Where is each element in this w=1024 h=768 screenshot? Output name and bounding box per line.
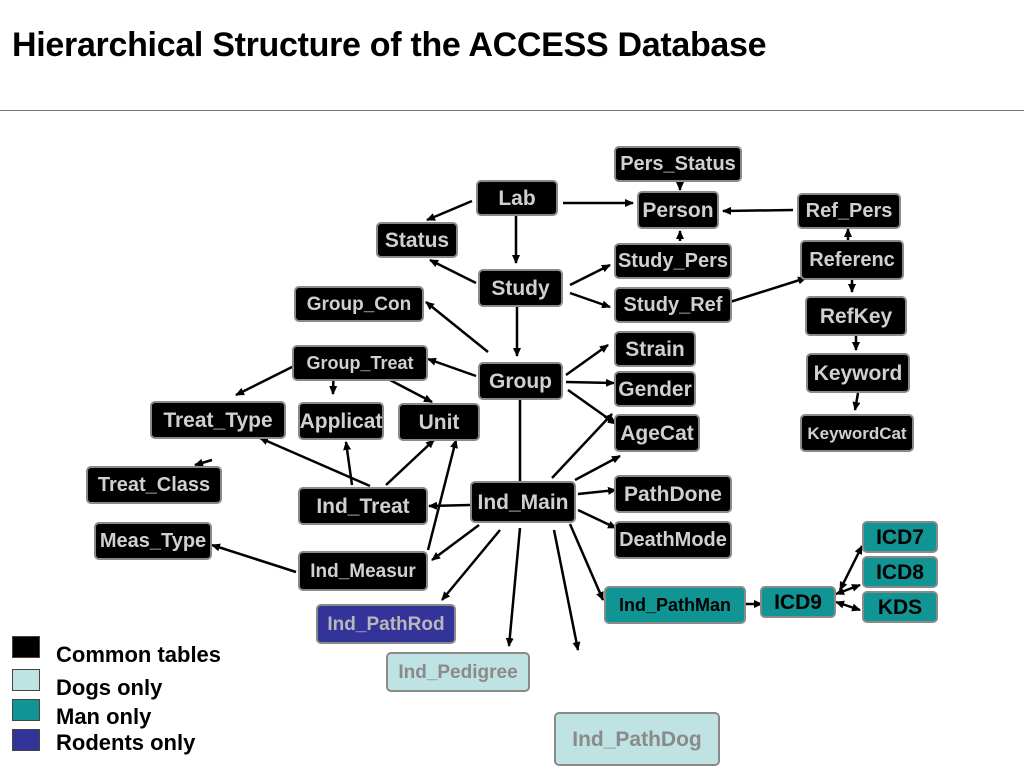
relation-arrow-33 bbox=[426, 439, 458, 551]
relation-arrow-30 bbox=[235, 363, 297, 397]
node-agecat[interactable]: AgeCat bbox=[614, 414, 700, 452]
node-reference[interactable]: Referenc bbox=[800, 240, 904, 280]
legend-label-man: Man only bbox=[56, 704, 152, 729]
legend-swatch-man bbox=[12, 699, 40, 721]
node-ind-treat[interactable]: Ind_Treat bbox=[298, 487, 428, 525]
legend-label-common: Common tables bbox=[56, 642, 222, 667]
relation-arrow-39 bbox=[568, 523, 605, 601]
node-study-pers[interactable]: Study_Pers bbox=[614, 243, 732, 279]
node-ind-pathman[interactable]: Ind_PathMan bbox=[604, 586, 746, 624]
relation-arrow-22 bbox=[551, 413, 613, 479]
node-study[interactable]: Study bbox=[478, 269, 563, 307]
node-pers-status[interactable]: Pers_Status bbox=[614, 146, 742, 182]
node-person[interactable]: Person bbox=[637, 191, 719, 229]
relation-arrow-44 bbox=[194, 458, 213, 467]
node-refkey[interactable]: RefKey bbox=[805, 296, 907, 336]
node-lab[interactable]: Lab bbox=[476, 180, 558, 216]
relation-arrow-23 bbox=[574, 454, 621, 482]
relation-arrow-8 bbox=[722, 206, 794, 215]
relation-arrow-31 bbox=[385, 439, 435, 486]
node-ind-pathrod[interactable]: Ind_PathRod bbox=[316, 604, 456, 644]
node-ref-pers[interactable]: Ref_Pers bbox=[797, 193, 901, 229]
relation-arrow-37 bbox=[505, 527, 522, 647]
relation-arrow-17 bbox=[427, 357, 477, 378]
node-ind-pedigree[interactable]: Ind_Pedigree bbox=[386, 652, 530, 692]
node-icd9[interactable]: ICD9 bbox=[760, 586, 836, 618]
relation-arrow-14 bbox=[569, 291, 611, 309]
node-icd8[interactable]: ICD8 bbox=[862, 556, 938, 588]
node-ind-pathdog[interactable]: Ind_PathDog bbox=[554, 712, 720, 766]
relation-arrow-42 bbox=[835, 600, 861, 612]
relation-arrow-19 bbox=[565, 378, 615, 387]
node-gender[interactable]: Gender bbox=[614, 371, 696, 407]
node-group-con[interactable]: Group_Con bbox=[294, 286, 424, 322]
node-ind-main[interactable]: Ind_Main bbox=[470, 481, 576, 523]
node-study-ref[interactable]: Study_Ref bbox=[614, 287, 732, 323]
relation-arrow-4 bbox=[429, 258, 477, 285]
relation-arrow-15 bbox=[729, 276, 807, 304]
legend-swatch-dogs bbox=[12, 669, 40, 691]
node-treat-type[interactable]: Treat_Type bbox=[150, 401, 286, 439]
title-divider bbox=[0, 110, 1024, 111]
node-status[interactable]: Status bbox=[376, 222, 458, 258]
legend-swatch-rodents bbox=[12, 729, 40, 751]
relation-arrow-16 bbox=[425, 301, 489, 353]
relation-arrow-26 bbox=[428, 501, 471, 510]
relation-arrow-18 bbox=[565, 343, 609, 377]
node-pathdone[interactable]: PathDone bbox=[614, 475, 732, 513]
relation-arrow-43 bbox=[838, 545, 864, 591]
relation-arrow-25 bbox=[577, 508, 617, 530]
node-group-treat[interactable]: Group_Treat bbox=[292, 345, 428, 381]
relation-arrow-12 bbox=[852, 392, 861, 411]
relation-arrow-34 bbox=[211, 543, 297, 574]
relation-arrow-38 bbox=[552, 529, 581, 651]
relation-arrow-32 bbox=[259, 436, 371, 488]
page-title: Hierarchical Structure of the ACCESS Dat… bbox=[12, 26, 767, 64]
relation-arrow-36 bbox=[441, 529, 501, 601]
node-ind-measur[interactable]: Ind_Measur bbox=[298, 551, 428, 591]
relation-arrow-29 bbox=[389, 378, 433, 404]
node-unit[interactable]: Unit bbox=[398, 403, 480, 441]
relation-arrow-13 bbox=[569, 263, 611, 287]
legend-label-rodents: Rodents only bbox=[56, 730, 196, 755]
relation-arrow-24 bbox=[577, 486, 617, 496]
node-icd7[interactable]: ICD7 bbox=[862, 521, 938, 553]
relation-arrow-3 bbox=[426, 199, 473, 222]
legend-swatch-common bbox=[12, 636, 40, 658]
node-applicat[interactable]: Applicat bbox=[298, 402, 384, 440]
node-strain[interactable]: Strain bbox=[614, 331, 696, 367]
node-keyword[interactable]: Keyword bbox=[806, 353, 910, 393]
relation-arrow-35 bbox=[431, 523, 480, 562]
node-deathmode[interactable]: DeathMode bbox=[614, 521, 732, 559]
node-group[interactable]: Group bbox=[478, 362, 563, 400]
node-treat-class[interactable]: Treat_Class bbox=[86, 466, 222, 504]
legend-label-dogs: Dogs only bbox=[56, 675, 163, 700]
node-meas-type[interactable]: Meas_Type bbox=[94, 522, 212, 560]
node-keywordcat[interactable]: KeywordCat bbox=[800, 414, 914, 452]
node-kds[interactable]: KDS bbox=[862, 591, 938, 623]
